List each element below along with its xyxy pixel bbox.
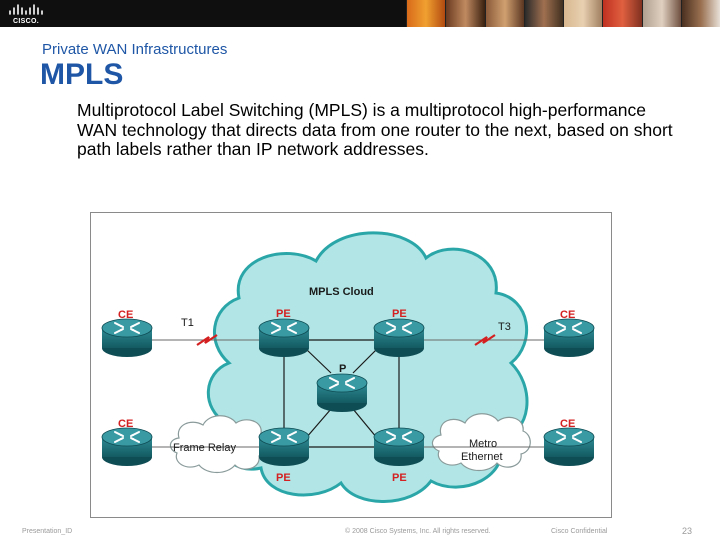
router-pe-bottom-left-icon xyxy=(258,427,310,467)
router-ce-bottom-right-icon xyxy=(543,427,595,467)
people-photo-strip xyxy=(406,0,720,27)
t3-serial-icon xyxy=(474,334,496,346)
router-pe-top-left-icon xyxy=(258,318,310,358)
label-pe-bottom-left: PE xyxy=(276,472,291,484)
router-ce-top-right-icon xyxy=(543,318,595,358)
photo-4 xyxy=(523,0,563,27)
router-pe-top-right-icon xyxy=(373,318,425,358)
link-label-t1: T1 xyxy=(181,317,194,329)
metro-label-line-2: Ethernet xyxy=(461,451,503,463)
mpls-network-diagram: CE PE PE CE CE CE PE PE P MPLS Cloud T1 … xyxy=(90,212,612,518)
photo-8 xyxy=(680,0,720,27)
mpls-cloud-label: MPLS Cloud xyxy=(309,286,374,298)
link-label-t3: T3 xyxy=(498,321,511,333)
label-p-center: P xyxy=(339,363,346,375)
photo-7 xyxy=(641,0,681,27)
slide-body-text: Multiprotocol Label Switching (MPLS) is … xyxy=(77,100,673,159)
metro-ethernet-cloud xyxy=(431,413,531,472)
photo-5 xyxy=(563,0,603,27)
photo-2 xyxy=(445,0,485,27)
slide-subtitle: Private WAN Infrastructures xyxy=(42,41,228,58)
t1-serial-icon xyxy=(196,334,218,346)
photo-6 xyxy=(602,0,642,27)
photo-1 xyxy=(406,0,446,27)
label-pe-top-left: PE xyxy=(276,308,291,320)
label-ce-bottom-right: CE xyxy=(560,418,575,430)
cisco-logo-text: CISCO. xyxy=(13,18,39,25)
cisco-bridge-icon xyxy=(9,4,43,15)
top-banner: CISCO. xyxy=(0,0,720,27)
slide-title: MPLS xyxy=(40,58,124,91)
label-pe-top-right: PE xyxy=(392,308,407,320)
metro-label-line-1: Metro xyxy=(469,438,497,450)
page-number: 23 xyxy=(682,526,693,536)
photo-3 xyxy=(484,0,524,27)
cisco-logo: CISCO. xyxy=(6,3,46,25)
frame-relay-label: Frame Relay xyxy=(173,442,236,454)
footer-copyright: © 2008 Cisco Systems, Inc. All rights re… xyxy=(345,528,491,535)
router-ce-bottom-left-icon xyxy=(101,427,153,467)
label-ce-top-left: CE xyxy=(118,309,133,321)
footer-presentation-id: Presentation_ID xyxy=(22,528,73,535)
label-ce-top-right: CE xyxy=(560,309,575,321)
router-ce-top-left-icon xyxy=(101,318,153,358)
label-pe-bottom-right: PE xyxy=(392,472,407,484)
label-ce-bottom-left: CE xyxy=(118,418,133,430)
footer-confidential: Cisco Confidential xyxy=(551,528,608,535)
router-pe-bottom-right-icon xyxy=(373,427,425,467)
router-p-center-icon xyxy=(316,373,368,413)
